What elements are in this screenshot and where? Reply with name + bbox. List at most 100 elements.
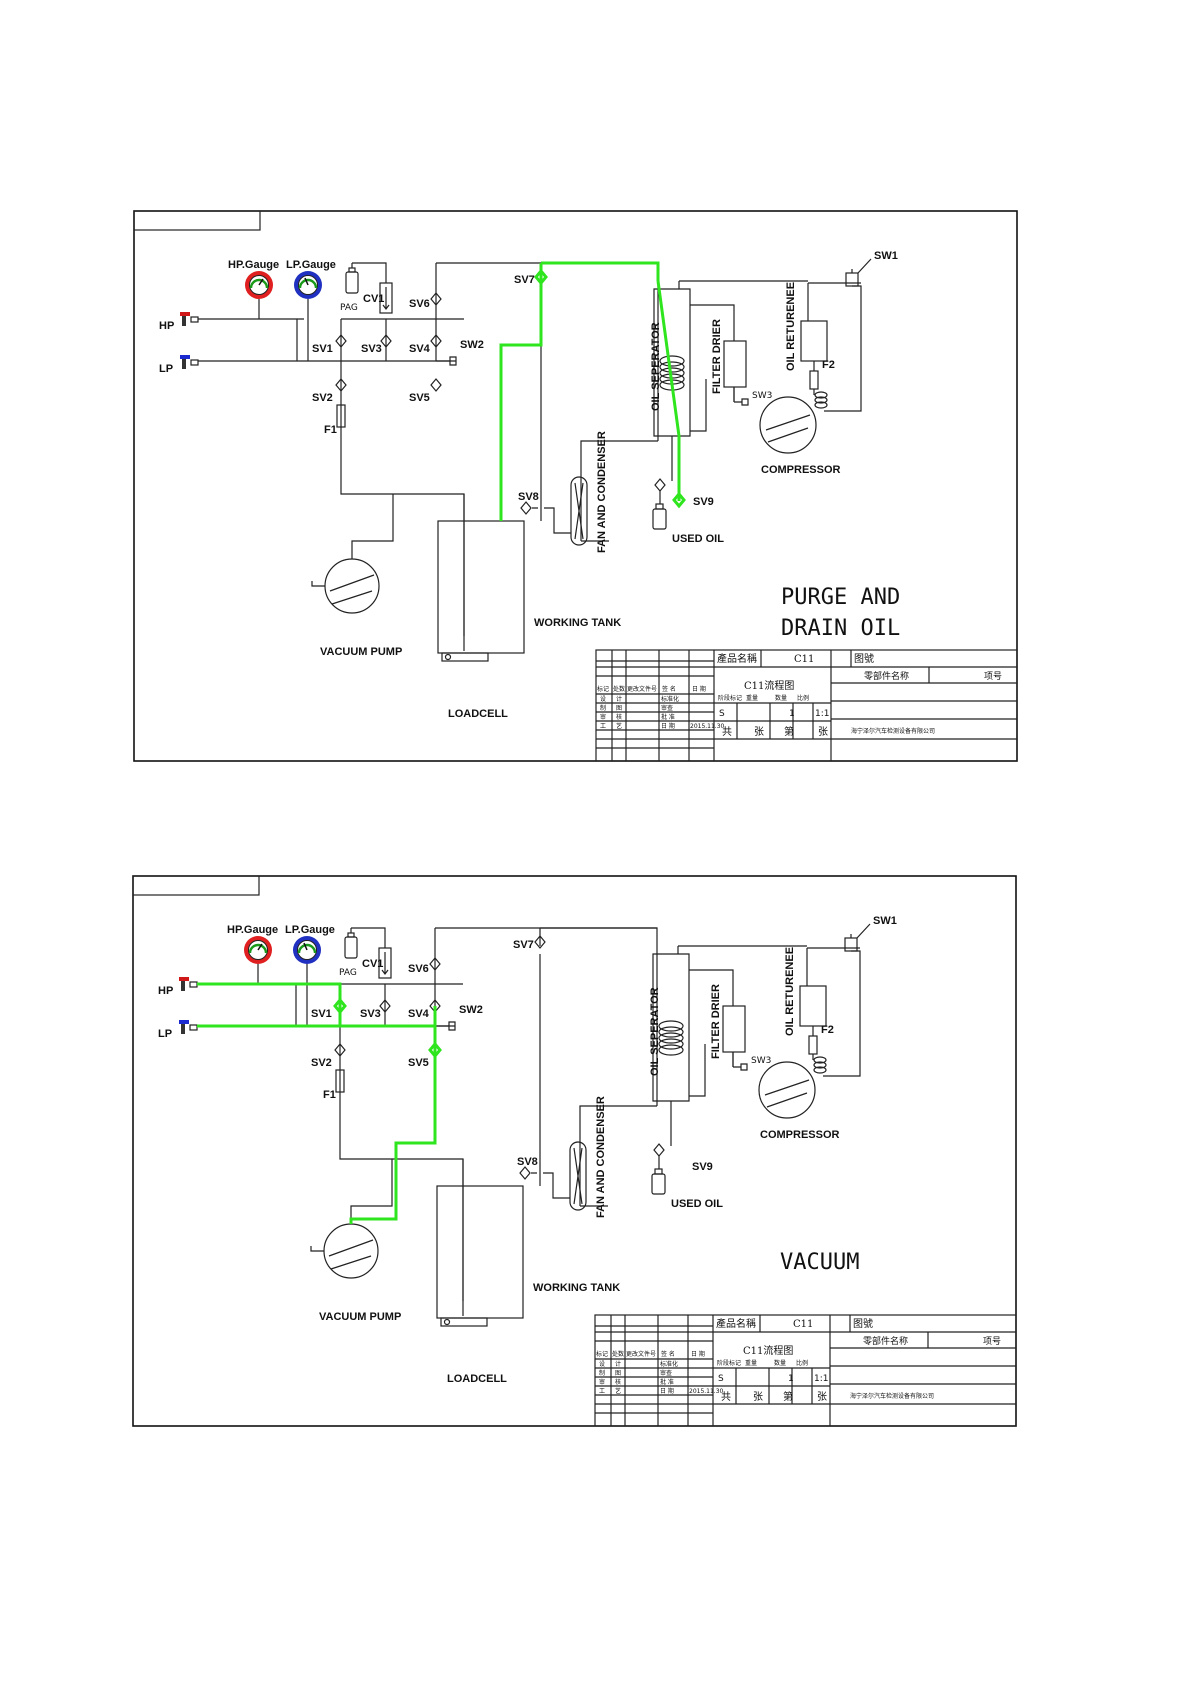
used-oil-label: USED OIL [672,533,724,545]
hp-label: HP [158,985,173,997]
working-tank-label: WORKING TANK [534,617,621,629]
sv9-label: SV9 [692,1161,713,1173]
tb-row2-a: 审 [599,1378,605,1386]
oil-separator-label: OIL SEPERATOR [650,322,662,411]
tb-row0-b: 计 [615,1360,621,1368]
working-tank-label: WORKING TANK [533,1282,620,1294]
vacuum-pump-label: VACUUM PUMP [320,646,402,658]
tb-row0-c: 标准化 [661,695,679,703]
sv2-label: SV2 [311,1057,332,1069]
f1-label: F1 [323,1089,336,1101]
tb-model: C11 [793,1319,813,1330]
tb-mid-h1: 重量 [746,694,758,702]
tb-rev-h2: 更改文件号 [627,685,657,693]
tb-item-no: 项号 [983,1336,1001,1347]
fan-condenser-label: FAN AND CONDENSER [595,1096,607,1218]
tb-model: C11 [794,654,814,665]
tb-company: 海宁泽尔汽车检测设备有限公司 [850,1392,934,1400]
sw1-label: SW1 [873,915,897,927]
cv1-label: CV1 [363,293,384,305]
sv5-label: SV5 [408,1057,429,1069]
mode-title-line1: PURGE AND [781,585,900,610]
sv4-label: SV4 [408,1008,430,1020]
tb-qty: 1 [788,1374,794,1384]
tb-rev-h3: 签 名 [662,685,676,693]
f2-label: F2 [822,359,835,371]
hp-gauge-label: HP.Gauge [228,259,279,271]
sv1-label: SV1 [312,343,333,355]
pag-label: PAG [340,303,358,313]
lp-gauge-label: LP.Gauge [286,259,336,271]
tb-company: 海宁泽尔汽车检测设备有限公司 [851,727,935,735]
tb-row2-b: 核 [616,713,622,721]
sv8-label: SV8 [518,491,539,503]
filter-drier-label: FILTER DRIER [711,319,723,394]
tb-drawing-name: C11流程图 [743,1344,793,1357]
compressor-label: COMPRESSOR [760,1129,840,1141]
sw1-label: SW1 [874,250,898,262]
tb-row0-b: 计 [616,695,622,703]
tb-part-label: 零部件名称 [864,670,909,682]
sw2-label: SW2 [459,1004,483,1016]
tb-row1-c: 审查 [660,1369,672,1377]
tb-stage: S [718,1374,724,1384]
tb-row1-c: 审查 [661,704,673,712]
f2-label: F2 [821,1024,834,1036]
f1-label: F1 [324,424,337,436]
loadcell-label: LOADCELL [448,708,508,720]
sv1-label: SV1 [311,1008,332,1020]
hp-label: HP [159,320,174,332]
active-flow-path [499,261,681,521]
tb-name-label: 產品名稱 [716,1317,756,1330]
tb-date: 2015.11.30 [690,723,725,730]
mode-title-line1: VACUUM [780,1250,859,1275]
tb-drawing-no-label: 图號 [854,652,874,665]
tb-row1-b: 图 [615,1370,621,1377]
sv6-label: SV6 [409,298,430,310]
tb-rev-h2: 更改文件号 [626,1350,656,1358]
tb-row2-a: 审 [600,713,606,721]
tb-drawing-no-label: 图號 [853,1317,873,1330]
vacuum-pump-label: VACUUM PUMP [319,1311,401,1323]
diagram-vacuum: HP.Gauge LP.Gauge HP LP PAG CV1 SV1 SV2 … [131,874,1018,1428]
tb-row3-b: 艺 [615,1387,621,1395]
tb-rev-h0: 标记 [596,1350,608,1358]
tb-qty: 1 [789,709,795,719]
tb-part-label: 零部件名称 [863,1335,908,1347]
tb-mid-h2: 数量 [775,694,787,702]
tb-row0-a: 设 [600,695,606,703]
tb-row0-c: 标准化 [660,1360,678,1368]
tb-rev-h4: 日 期 [692,685,706,693]
tb-sheet-1: 张 [754,726,764,738]
tb-rev-h3: 签 名 [661,1350,675,1358]
tb-row2-c: 批 准 [660,1378,674,1386]
tb-rev-h1: 处数 [612,1350,624,1358]
tb-sheet-3: 张 [817,1391,827,1403]
tb-mid-h1: 重量 [745,1359,757,1367]
tb-sheet-0: 共 [722,726,732,738]
diagram-purge-drain-oil: HP.Gauge LP.Gauge HP LP PAG CV1 SV1 SV2 … [132,209,1019,763]
sv3-label: SV3 [361,343,382,355]
tb-row3-b: 艺 [616,722,622,730]
sw2-label: SW2 [460,339,484,351]
sw3-label: SW3 [752,391,772,401]
tb-sheet-2: 第 [783,1390,793,1403]
tb-mid-h3: 比例 [797,694,809,702]
tb-mid-h2: 数量 [774,1359,786,1367]
sv8-label: SV8 [517,1156,538,1168]
tb-sheet-0: 共 [721,1391,731,1403]
lp-gauge-label: LP.Gauge [285,924,335,936]
tb-item-no: 项号 [984,671,1002,682]
tb-row3-a: 工 [600,723,606,730]
tb-stage: S [719,709,725,719]
tb-scale: 1:1 [814,1374,828,1384]
tb-row1-b: 图 [616,705,622,712]
tb-row3-c: 日 期 [660,1387,674,1395]
sv7-label: SV7 [514,274,535,286]
sv7-label: SV7 [513,939,534,951]
oil-separator-label: OIL SEPERATOR [649,987,661,1076]
used-oil-label: USED OIL [671,1198,723,1210]
sv9-label: SV9 [693,496,714,508]
tb-row3-c: 日 期 [661,722,675,730]
